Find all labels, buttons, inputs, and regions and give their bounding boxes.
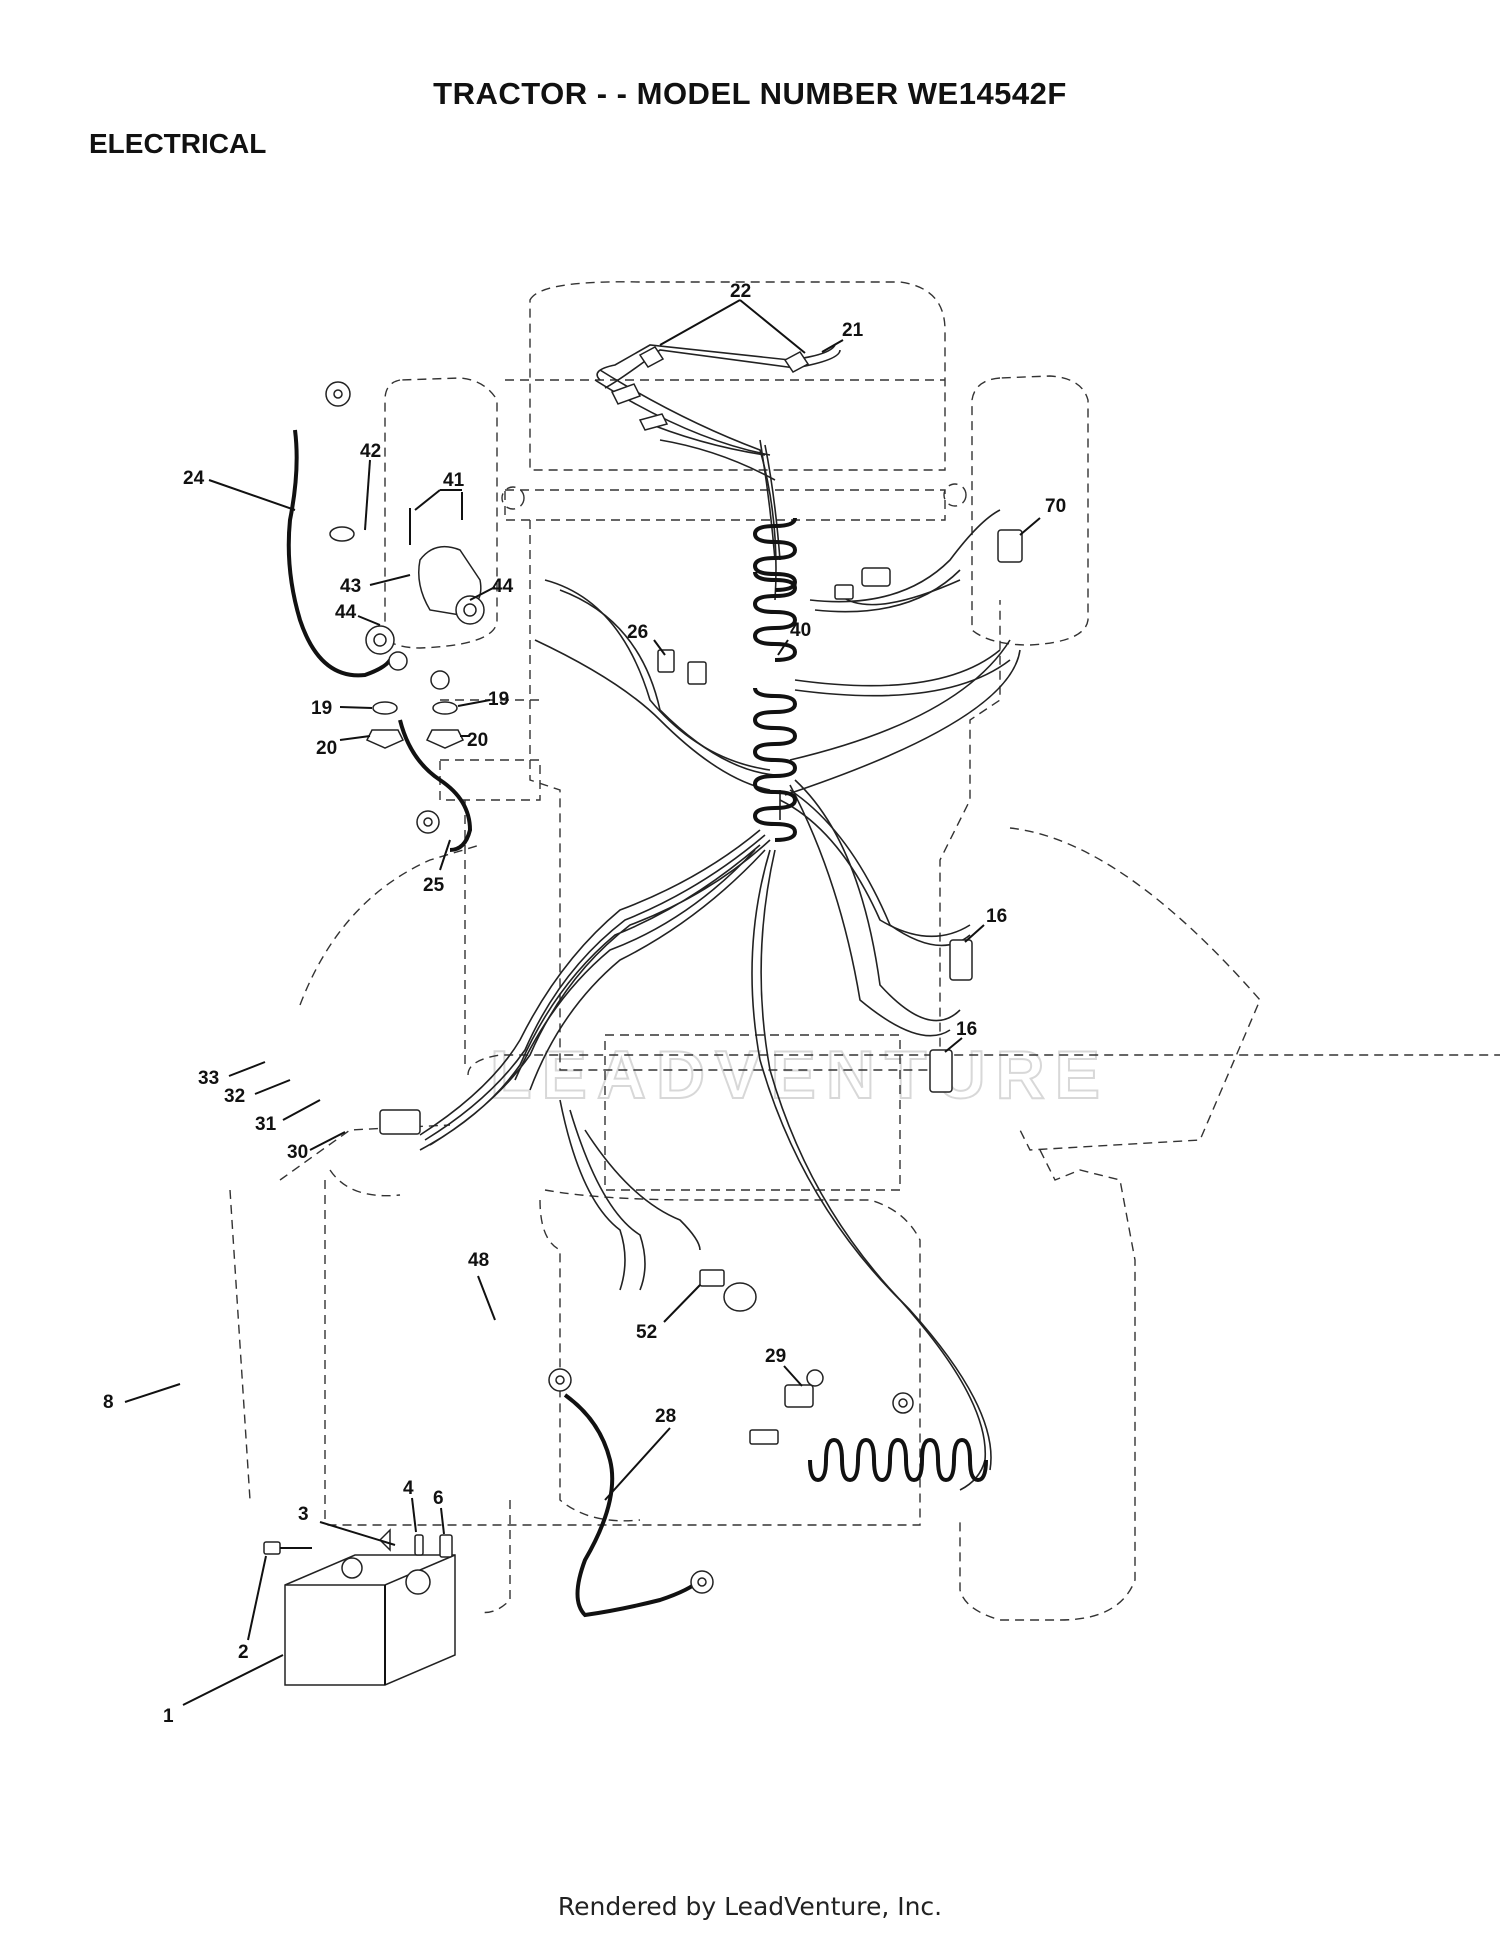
battery xyxy=(284,1554,456,1686)
callout-label: 16 xyxy=(956,1019,977,1040)
callout-label: 21 xyxy=(842,320,864,341)
callout-label: 19 xyxy=(488,689,509,710)
callout-label: 29 xyxy=(765,1346,786,1367)
callout-label: 40 xyxy=(790,620,811,641)
callout-label: 3 xyxy=(298,1504,309,1525)
callout-label: 42 xyxy=(360,441,381,462)
page-title: TRACTOR - - MODEL NUMBER WE14542F xyxy=(433,76,1067,111)
callout-label: 70 xyxy=(1045,496,1066,517)
callout-label: 44 xyxy=(492,576,514,597)
callout-label: 20 xyxy=(316,738,337,759)
callout-label: 4 xyxy=(403,1478,414,1499)
headlight-wiring xyxy=(596,344,841,431)
cable-28 xyxy=(563,1393,702,1618)
callout-label: 20 xyxy=(467,730,488,751)
callout-label: 28 xyxy=(655,1406,676,1427)
callout-label: 1 xyxy=(163,1706,174,1727)
callout-label: 22 xyxy=(730,281,751,302)
callout-label: 44 xyxy=(335,602,357,623)
part-callouts: 22 21 24 42 41 70 43 44 44 26 40 19 19 2… xyxy=(103,281,1066,1727)
main-wiring-harness xyxy=(419,369,1021,1491)
callout-label: 6 xyxy=(433,1488,444,1509)
callout-label: 24 xyxy=(183,468,205,489)
callout-label: 19 xyxy=(311,698,332,719)
cable-25 xyxy=(398,719,473,852)
callout-label: 32 xyxy=(224,1086,245,1107)
callout-label: 41 xyxy=(443,470,465,491)
cable-24 xyxy=(286,429,392,678)
callout-label: 2 xyxy=(238,1642,249,1663)
connectors xyxy=(379,529,1023,1445)
callout-label: 48 xyxy=(468,1250,489,1271)
watermark-text: LEADVENTURE xyxy=(490,1037,1110,1113)
callout-label: 43 xyxy=(340,576,361,597)
callout-label: 16 xyxy=(986,906,1007,927)
section-heading: ELECTRICAL xyxy=(89,128,267,159)
callout-label: 8 xyxy=(103,1392,114,1413)
tractor-outline xyxy=(229,281,1500,1621)
callout-label: 25 xyxy=(423,875,445,896)
footer-credit: Rendered by LeadVenture, Inc. xyxy=(557,1892,943,1921)
callout-label: 33 xyxy=(198,1068,219,1089)
callout-label: 30 xyxy=(287,1142,308,1163)
leader-lines xyxy=(124,299,1041,1706)
callout-label: 52 xyxy=(636,1322,657,1343)
callout-label: 26 xyxy=(627,622,648,643)
terminal-rings xyxy=(325,381,914,1594)
solenoid-assembly xyxy=(329,492,485,749)
battery-hardware xyxy=(263,1528,453,1558)
callout-label: 31 xyxy=(255,1114,277,1135)
